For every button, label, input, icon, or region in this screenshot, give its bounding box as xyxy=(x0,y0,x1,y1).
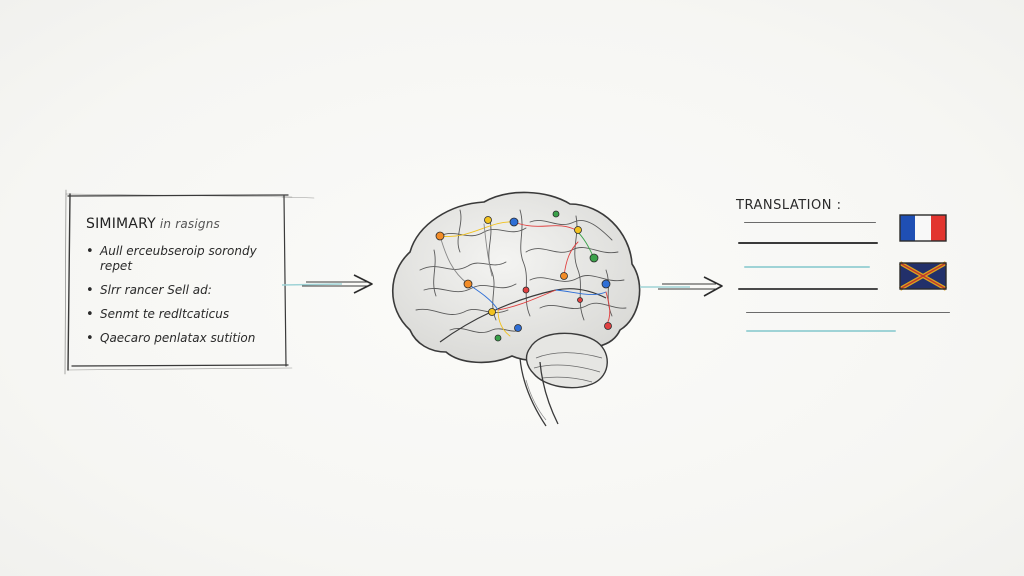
bullet-icon: • xyxy=(86,307,94,322)
summary-item-text: Qaecaro penlatax sutition xyxy=(100,331,256,345)
bullet-icon: • xyxy=(86,331,94,346)
translation-title: TRANSLATION : xyxy=(736,198,842,213)
summary-item: • Slrr rancer Sell ad: xyxy=(86,283,282,298)
brain-illustration xyxy=(380,180,650,430)
summary-item-text: Aull erceubseroip sorondy repet xyxy=(100,244,257,273)
summary-list: • Aull erceubseroip sorondy repet • Slrr r… xyxy=(86,244,282,355)
translation-panel: TRANSLATION : xyxy=(736,196,966,346)
translation-line xyxy=(746,312,950,313)
bullet-icon: • xyxy=(86,283,94,298)
summary-title-text: SIMIMARY xyxy=(86,216,156,232)
translation-line xyxy=(738,242,878,244)
summary-item-text: Senmt te redltcaticus xyxy=(100,307,230,321)
summary-item: • Aull erceubseroip sorondy repet xyxy=(86,244,282,274)
translation-line xyxy=(738,288,878,290)
translation-line xyxy=(744,222,876,223)
bullet-icon: • xyxy=(86,244,94,259)
summary-subtitle: in rasigns xyxy=(159,217,220,231)
translation-line xyxy=(746,330,896,332)
summary-item: • Senmt te redltcaticus xyxy=(86,307,282,322)
arrow-right-icon xyxy=(281,272,382,302)
translation-line xyxy=(744,266,870,268)
france-flag-icon xyxy=(899,214,947,242)
summary-item: • Qaecaro penlatax sutition xyxy=(86,331,282,346)
summary-frame xyxy=(64,189,315,375)
summary-item-text: Slrr rancer Sell ad: xyxy=(100,283,212,297)
arrow-right-icon xyxy=(640,274,730,304)
uk-flag-icon xyxy=(899,261,947,291)
